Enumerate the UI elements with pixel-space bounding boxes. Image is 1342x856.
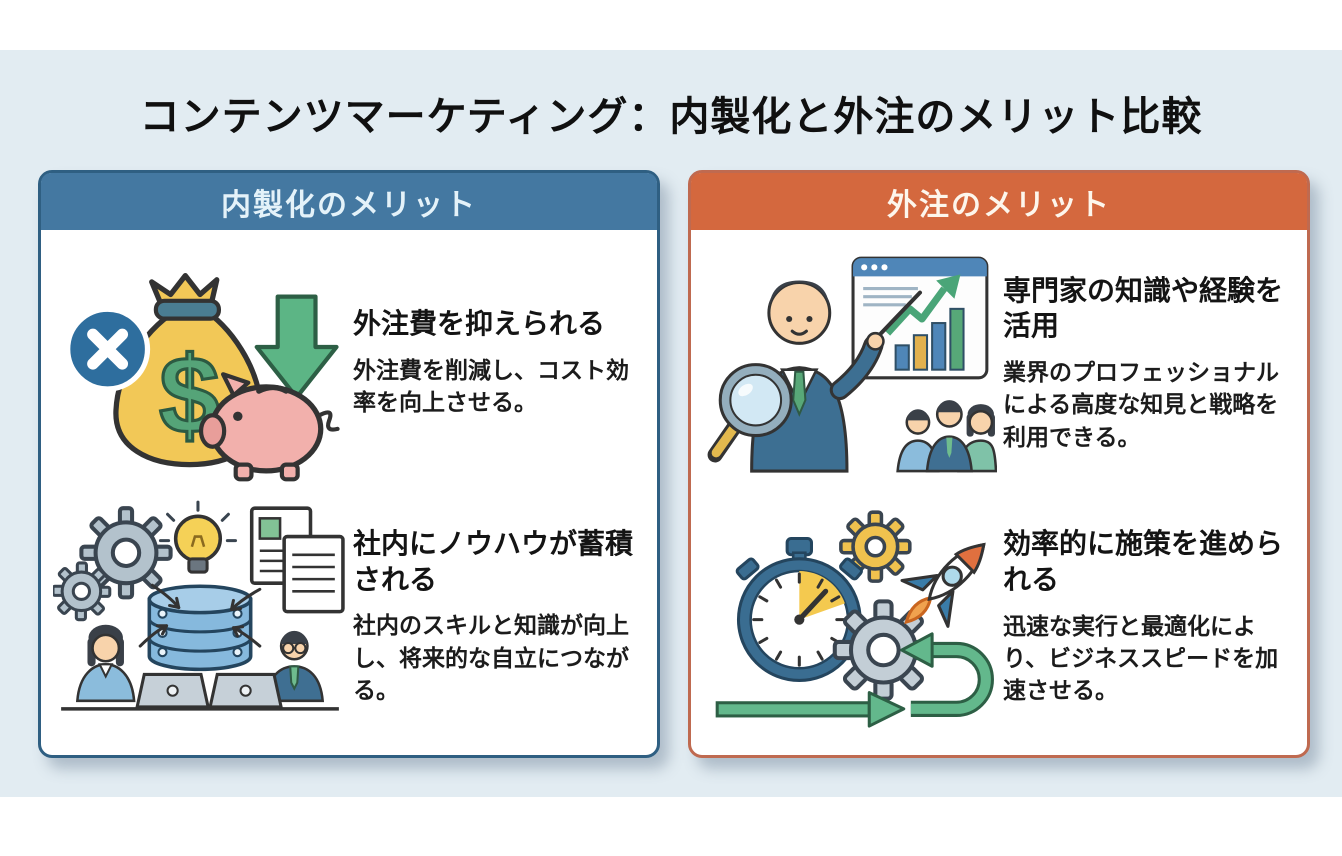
- cost-reduction-illustration: $: [53, 242, 347, 484]
- benefit-row-expert: 専門家の知識や経験を活用 業界のプロフェッショナルによる高度な知見と戦略を利用で…: [691, 246, 1307, 479]
- cycle-arrows-icon: [715, 631, 994, 728]
- benefit-row-knowhow: 社内にノウハウが蓄積される 社内のスキルと知識が向上し、将来的な自立につながる。: [41, 494, 657, 737]
- benefit-description: 外注費を削減し、コスト効率を向上させる。: [353, 357, 629, 416]
- benefit-row-cost: $: [41, 242, 657, 484]
- benefit-heading: 効率的に施策を進められる: [1003, 528, 1284, 595]
- panel-inhouse: 内製化のメリット $: [38, 170, 660, 758]
- piggy-bank-icon: [198, 371, 340, 481]
- knowledge-accumulation-illustration: [53, 494, 347, 737]
- benefit-text: 効率的に施策を進められる 迅速な実行と最適化により、ビジネススピードを加速させる…: [997, 526, 1295, 706]
- down-arrow-icon: [254, 294, 339, 400]
- panel-inhouse-header: 内製化のメリット: [41, 173, 657, 230]
- gear-icon: [79, 506, 173, 600]
- team-icon: [896, 400, 997, 473]
- panel-outsourcing-header: 外注のメリット: [691, 173, 1307, 230]
- benefit-row-speed: 効率的に施策を進められる 迅速な実行と最適化により、ビジネススピードを加速させる…: [691, 500, 1307, 733]
- benefit-text: 専門家の知識や経験を活用 業界のプロフェッショナルによる高度な知見と戦略を利用で…: [997, 273, 1295, 453]
- panel-outsourcing-body: 専門家の知識や経験を活用 業界のプロフェッショナルによる高度な知見と戦略を利用で…: [691, 230, 1307, 749]
- laptop-icon: [135, 673, 283, 709]
- flow-arrows-icon: [138, 583, 262, 648]
- expert-knowledge-illustration: [703, 246, 997, 479]
- panel-outsourcing: 外注のメリット: [688, 170, 1310, 758]
- benefit-heading: 社内にノウハウが蓄積される: [353, 527, 634, 595]
- chart-window-icon: [851, 256, 989, 380]
- benefit-text: 社内にノウハウが蓄積される 社内のスキルと知識が向上し、将来的な自立につながる。: [347, 526, 645, 706]
- page-title: コンテンツマーケティング：内製化と外注のメリット比較: [139, 95, 1203, 139]
- benefit-heading: 外注費を抑えられる: [353, 308, 606, 340]
- panel-inhouse-body: $: [41, 230, 657, 749]
- small-gear-icon: [53, 561, 112, 622]
- lightbulb-icon: [158, 500, 238, 574]
- benefit-text: 外注費を抑えられる 外注費を削減し、コスト効率を向上させる。: [347, 306, 645, 418]
- man-with-laptop-icon: [264, 630, 325, 703]
- benefit-heading: 専門家の知識や経験を活用: [1003, 274, 1284, 342]
- grey-gear-icon: [832, 599, 935, 701]
- woman-with-laptop-icon: [75, 624, 136, 703]
- cancel-icon: [65, 306, 151, 392]
- benefit-description: 迅速な実行と最適化により、ビジネススピードを加速させる。: [1003, 612, 1279, 704]
- benefit-description: 社内のスキルと知識が向上し、将来的な自立につながる。: [353, 612, 629, 703]
- magnifier-icon: [707, 363, 793, 463]
- documents-icon: [249, 506, 345, 614]
- stopwatch-icon: [735, 536, 863, 682]
- speed-execution-illustration: [703, 500, 997, 733]
- benefit-description: 業界のプロフェッショナルによる高度な知見と戦略を利用できる。: [1003, 359, 1279, 450]
- rocket-icon: [900, 542, 986, 628]
